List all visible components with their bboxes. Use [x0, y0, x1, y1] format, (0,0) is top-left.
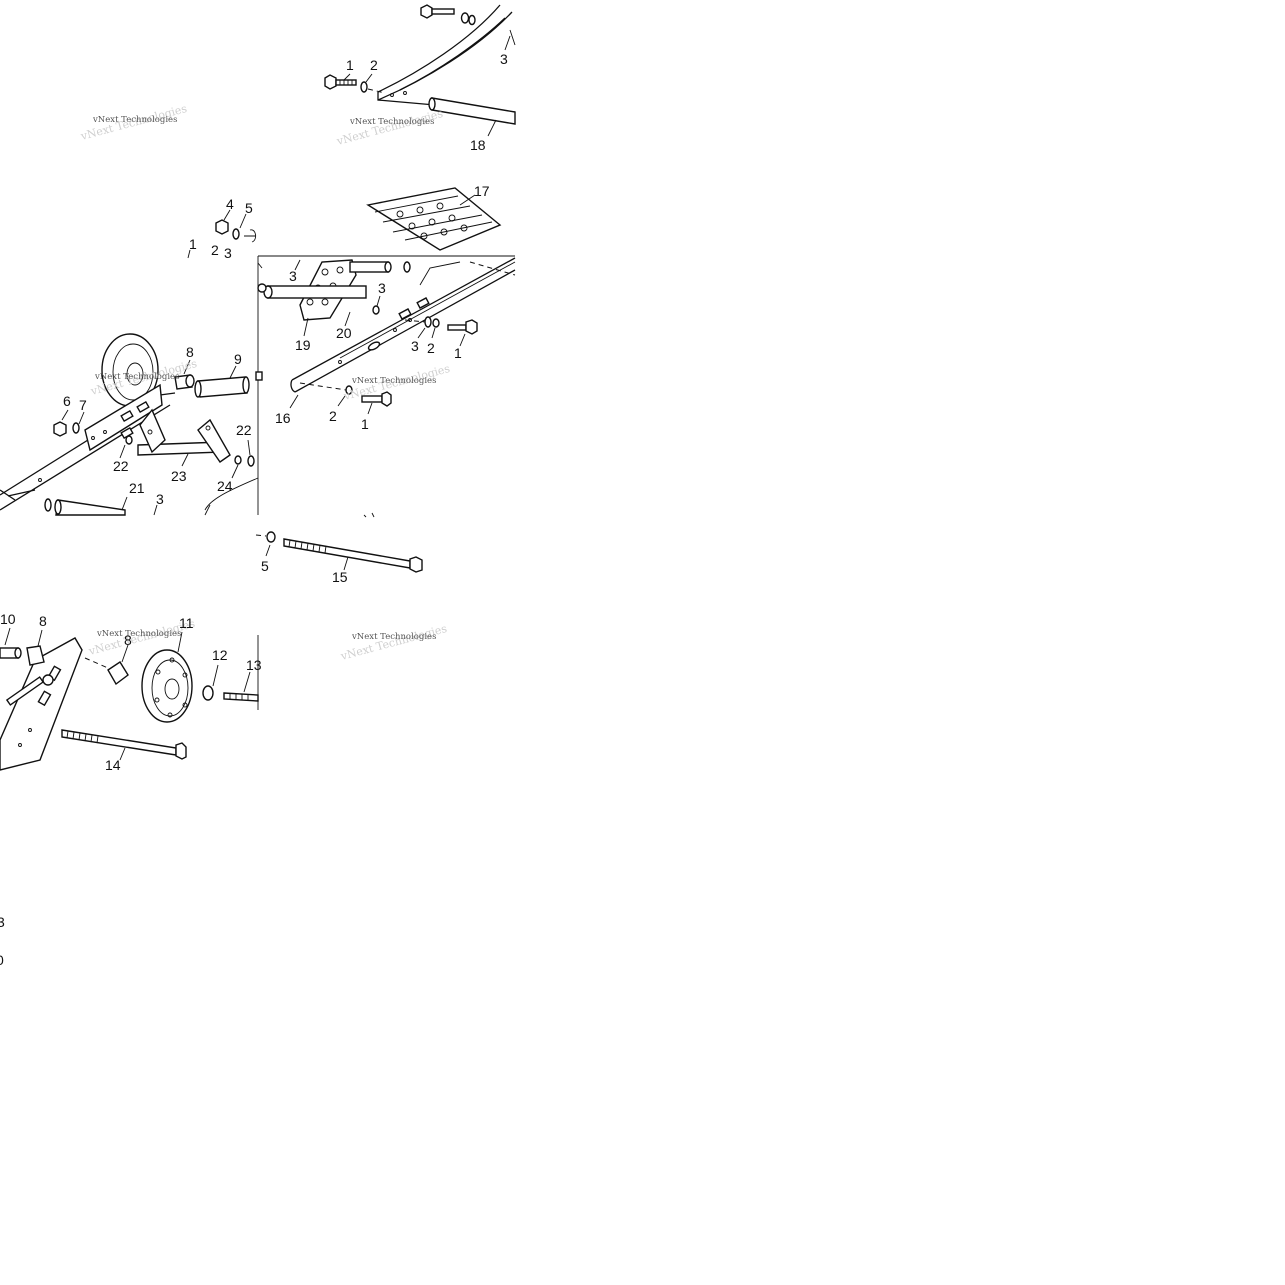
- callout-3: 3: [500, 51, 508, 67]
- callout-1: 1: [189, 236, 197, 252]
- bolt-top: [420, 4, 476, 26]
- callout-3: 3: [224, 245, 232, 261]
- callout-1: 1: [454, 345, 462, 361]
- middle-panel: [0, 187, 516, 518]
- watermarks: vNext Technologies vNext Technologies vN…: [78, 102, 451, 663]
- callout-22: 22: [236, 422, 252, 438]
- bolt-15-strip: [255, 531, 423, 573]
- callout-5: 5: [261, 558, 269, 574]
- callout-2: 2: [211, 242, 219, 258]
- callout-16: 16: [275, 410, 291, 426]
- idler-wheel-left: [101, 333, 159, 407]
- callout-6: 6: [63, 393, 71, 409]
- bolt-14: [61, 729, 187, 760]
- callout-3: 3: [289, 268, 297, 284]
- watermark-text: vNext Technologies: [351, 632, 436, 642]
- callout-11: 11: [179, 615, 194, 631]
- callout-3: 3: [411, 338, 419, 354]
- callout-8: 8: [39, 613, 47, 629]
- shaft-21: [54, 499, 126, 516]
- callout-8: 8: [124, 632, 132, 648]
- callout-15: 15: [332, 569, 348, 585]
- nut-4: [215, 219, 229, 235]
- callout-9: 9: [234, 351, 242, 367]
- washer-5: [232, 228, 240, 240]
- callout-10: 10: [0, 611, 16, 627]
- plate-17: [366, 187, 502, 251]
- callout-24: 24: [217, 478, 233, 494]
- callout-18: 18: [470, 137, 486, 153]
- rod-18: [428, 97, 516, 125]
- callout-5: 5: [245, 200, 253, 216]
- watermark-text: vNext Technologies: [96, 629, 181, 639]
- callout-3: 3: [156, 491, 164, 507]
- callout-7: 7: [79, 397, 87, 413]
- callout-21: 21: [129, 480, 145, 496]
- watermark-ghost: vNext Technologies: [334, 107, 444, 148]
- callout-19: 19: [295, 337, 311, 353]
- callout-4: 4: [226, 196, 234, 212]
- watermark-text: vNext Technologies: [92, 115, 177, 125]
- watermark-text: vNext Technologies: [351, 376, 436, 386]
- bottom-panel: [0, 627, 259, 771]
- watermark-text: vNext Technologies: [94, 372, 179, 382]
- callout-1: 1: [361, 416, 369, 432]
- washer-2-top: [360, 81, 368, 93]
- callout-2: 2: [427, 340, 435, 356]
- callout-17: 17: [474, 183, 490, 199]
- callout-22: 22: [113, 458, 129, 474]
- callout-0: 0: [0, 952, 4, 968]
- bolt-1-top: [324, 74, 357, 90]
- callout-3: 3: [0, 914, 5, 930]
- rail-16: [290, 257, 516, 393]
- watermark-ghost: vNext Technologies: [338, 622, 448, 663]
- callout-3: 3: [378, 280, 386, 296]
- top-panel: [324, 4, 516, 137]
- callout-8: 8: [186, 344, 194, 360]
- callout-20: 20: [336, 325, 352, 341]
- callout-1: 1: [346, 57, 354, 73]
- callout-13: 13: [246, 657, 262, 673]
- callouts: 1 2 3 18 17 4 5 1 2 3 3 3 19 20 3 2 1 16…: [0, 51, 508, 968]
- callout-14: 14: [105, 757, 121, 773]
- callout-2: 2: [329, 408, 337, 424]
- callout-2: 2: [370, 57, 378, 73]
- watermark-text: vNext Technologies: [349, 117, 434, 127]
- callout-23: 23: [171, 468, 187, 484]
- callout-12: 12: [212, 647, 228, 663]
- idler-wheel-11: [141, 649, 193, 723]
- crossbar-23: [137, 408, 231, 463]
